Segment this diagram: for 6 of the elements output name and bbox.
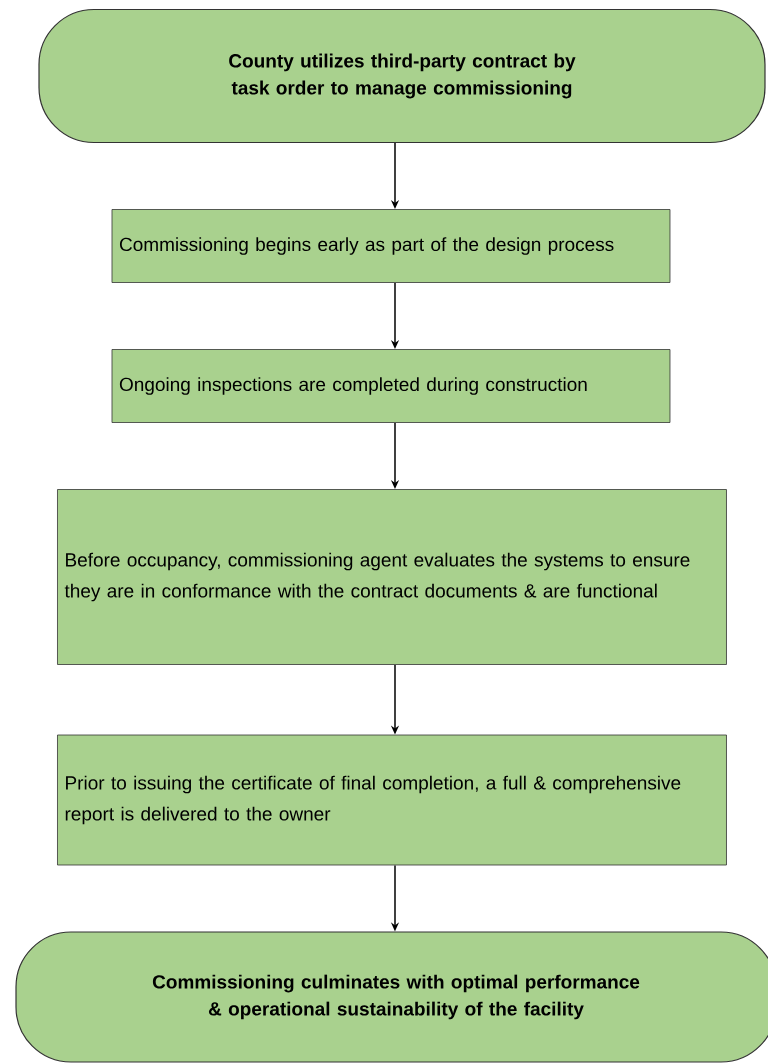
process-box: Before occupancy, commissioning agent evaluates the systems to ensure they are in conformance with the contract documents & are functional [57, 489, 727, 665]
process-box: Prior to issuing the certificate of final completion, a full & comprehensive report is delivered to the owner [57, 734, 727, 866]
process-box: Commissioning begins early as part of the design process [111, 209, 671, 283]
terminal-box: County utilizes third-party contract by task order to manage commissioning [38, 8, 766, 144]
terminal-box: Commissioning culminates with optimal performance & operational sustainability of the facility [15, 931, 768, 1063]
process-box: Ongoing inspections are completed during construction [111, 349, 671, 423]
